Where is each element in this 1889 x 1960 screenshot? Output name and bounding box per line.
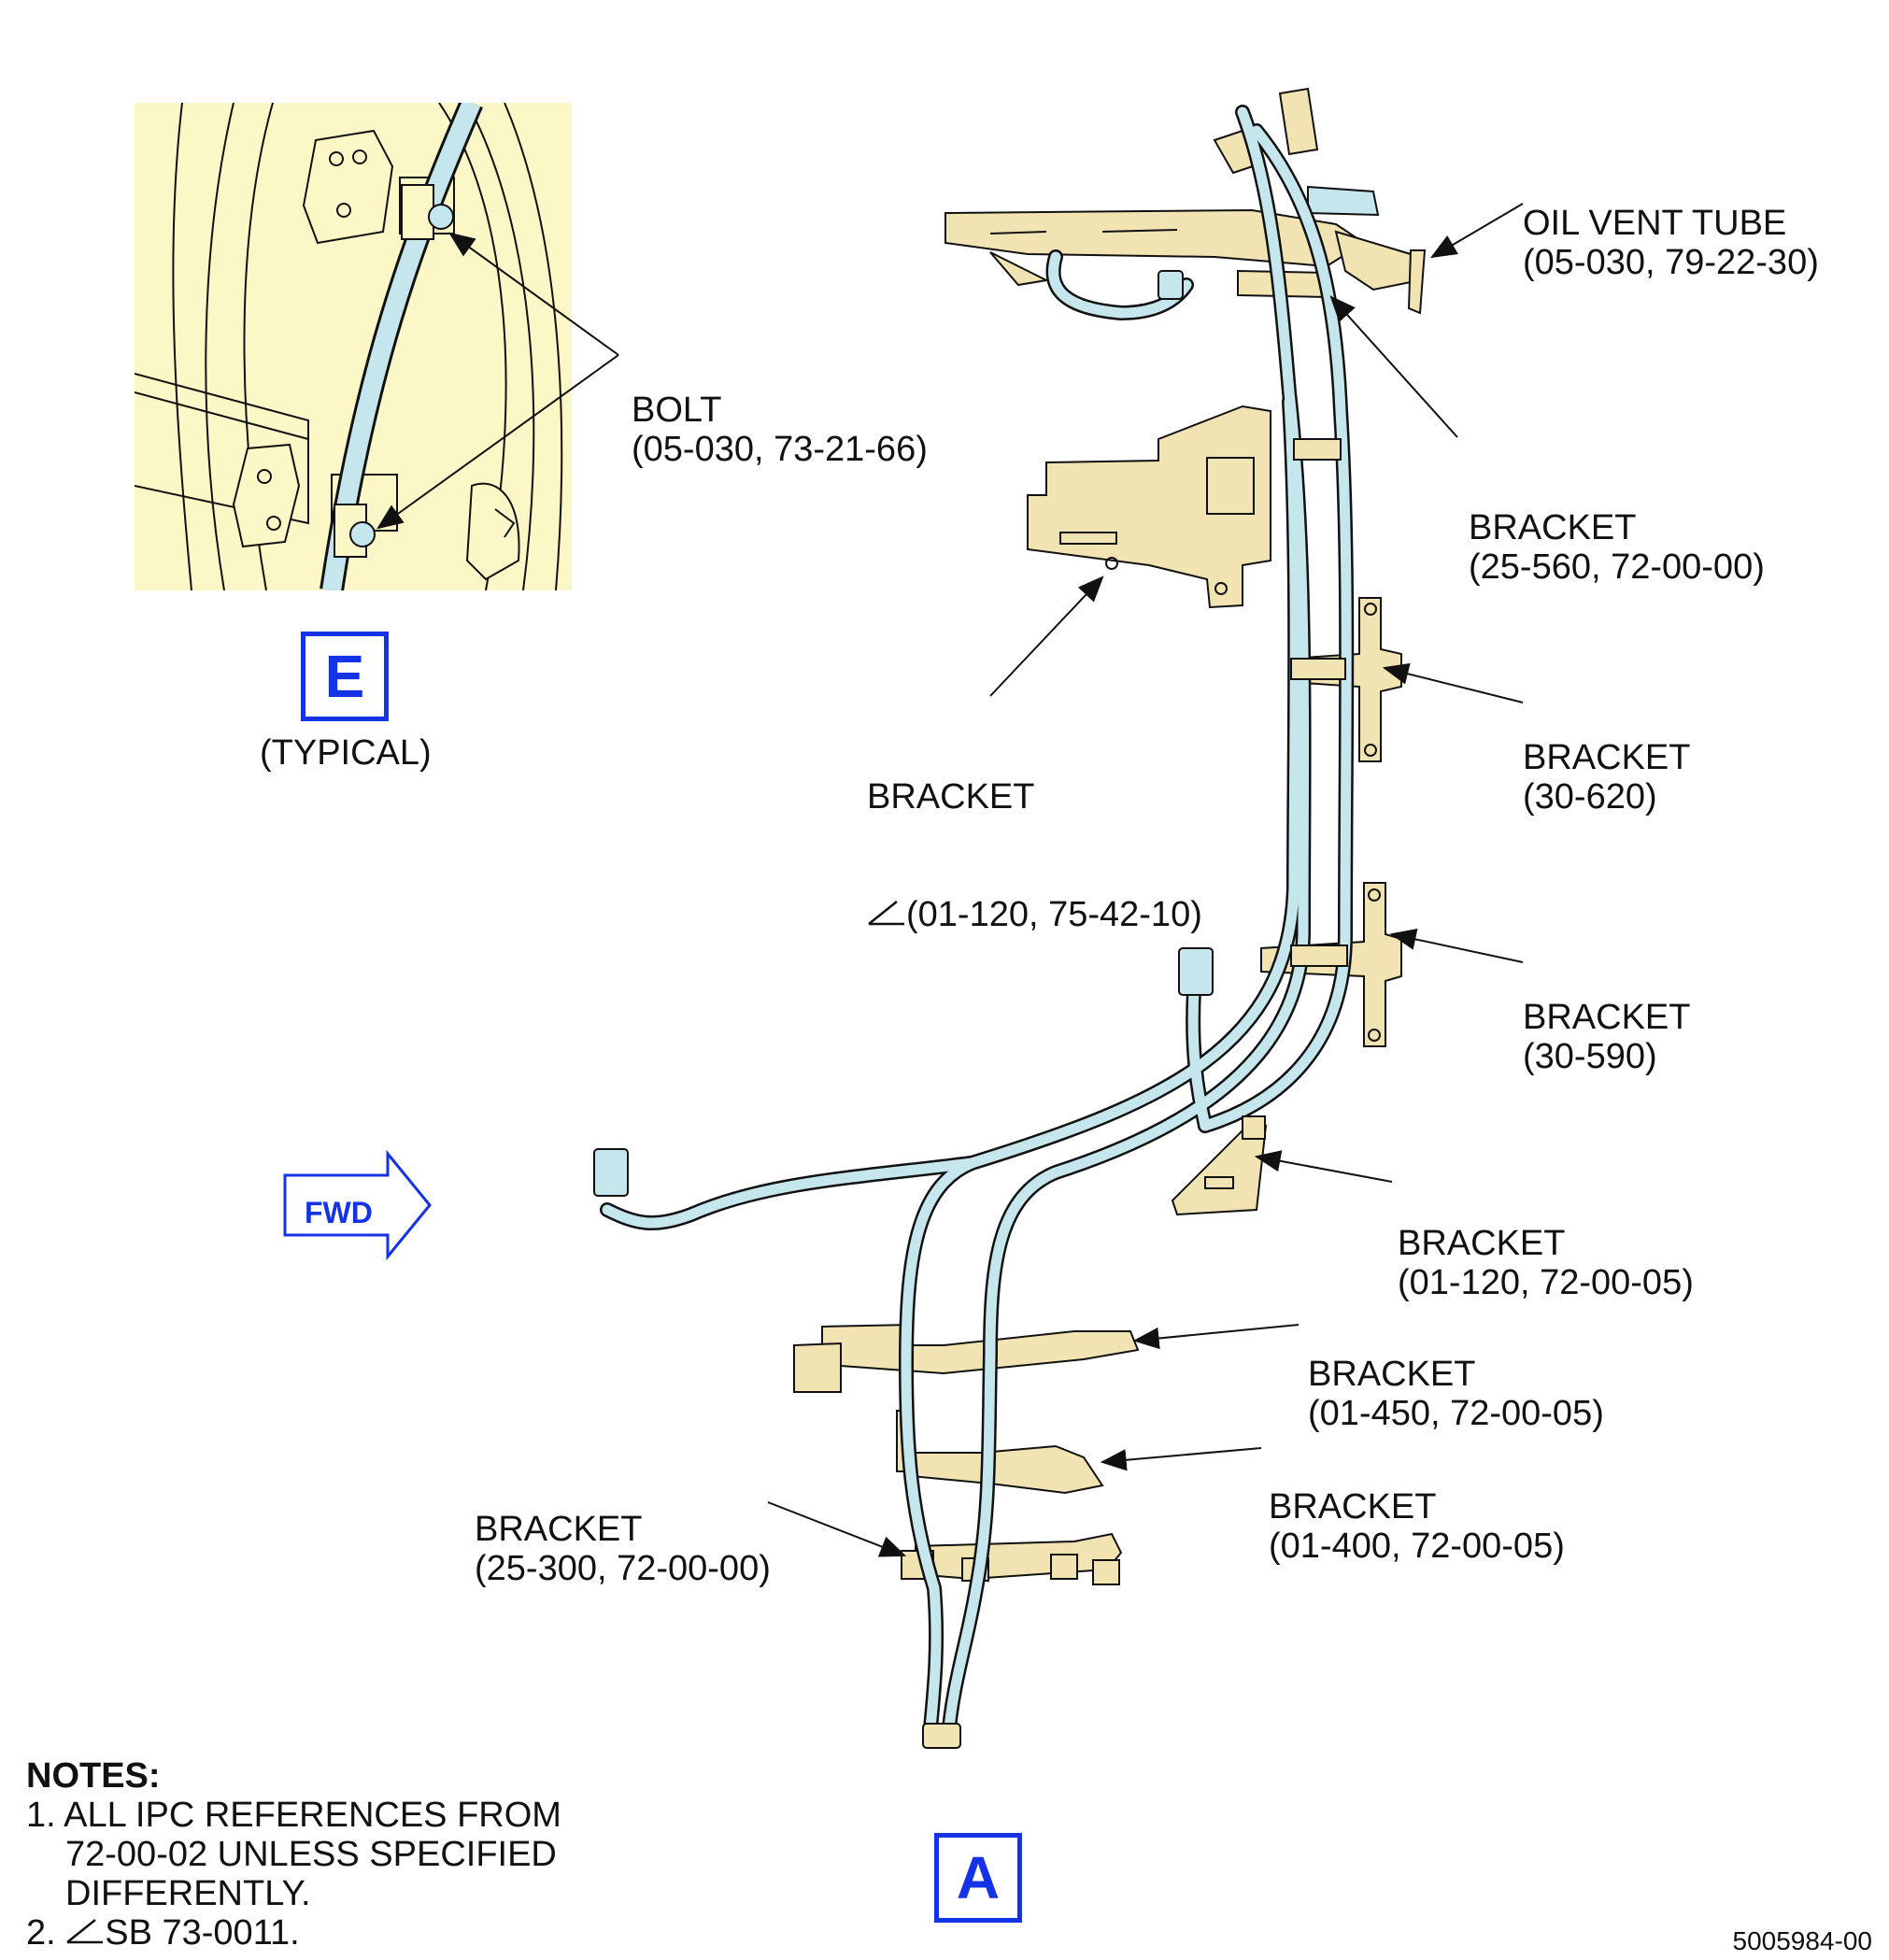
- bracket-01-120-72-label: BRACKET(01-120, 72-00-05): [1398, 1224, 1694, 1302]
- main-harness: [593, 87, 1427, 1749]
- leader-lines: [376, 203, 1524, 1557]
- view-e-identifier: E: [301, 632, 389, 721]
- note-1-line-2: 72-00-02 UNLESS SPECIFIED: [65, 1835, 557, 1874]
- fwd-arrow: [283, 1149, 432, 1261]
- document-number: 5005984-00: [1732, 1926, 1872, 1955]
- detail-e-inset: [135, 103, 572, 590]
- note-2: 2. SB 73-0011.: [26, 1913, 300, 1953]
- note-1-line-1: 1. ALL IPC REFERENCES FROM: [26, 1796, 561, 1835]
- bracket-25-560-label: BRACKET(25-560, 72-00-00): [1469, 508, 1765, 587]
- bracket-01-450-label: BRACKET(01-450, 72-00-05): [1308, 1355, 1604, 1433]
- sb-reference-icon: [66, 1919, 104, 1944]
- view-a-identifier: A: [934, 1833, 1022, 1923]
- typical-caption: (TYPICAL): [260, 733, 432, 773]
- oil-vent-tube-label: OIL VENT TUBE(05-030, 79-22-30): [1523, 204, 1819, 282]
- bracket-01-400-label: BRACKET(01-400, 72-00-05): [1269, 1487, 1565, 1566]
- bracket-30-590-label: BRACKET(30-590): [1523, 998, 1691, 1076]
- bracket-01-120-75-label: BRACKET (01-120, 75-42-10): [867, 777, 1202, 934]
- bolt-label: BOLT(05-030, 73-21-66): [632, 391, 928, 469]
- notes-heading: NOTES:: [26, 1756, 161, 1796]
- bracket-30-620-label: BRACKET(30-620): [1523, 738, 1691, 817]
- note-1-line-3: DIFFERENTLY.: [65, 1874, 311, 1913]
- bracket-25-300-label: BRACKET(25-300, 72-00-00): [475, 1510, 771, 1588]
- notes-block: NOTES: 1. ALL IPC REFERENCES FROM 72-00-…: [26, 1756, 561, 1953]
- fwd-label: FWD: [305, 1196, 373, 1229]
- sb-reference-icon: [868, 901, 904, 926]
